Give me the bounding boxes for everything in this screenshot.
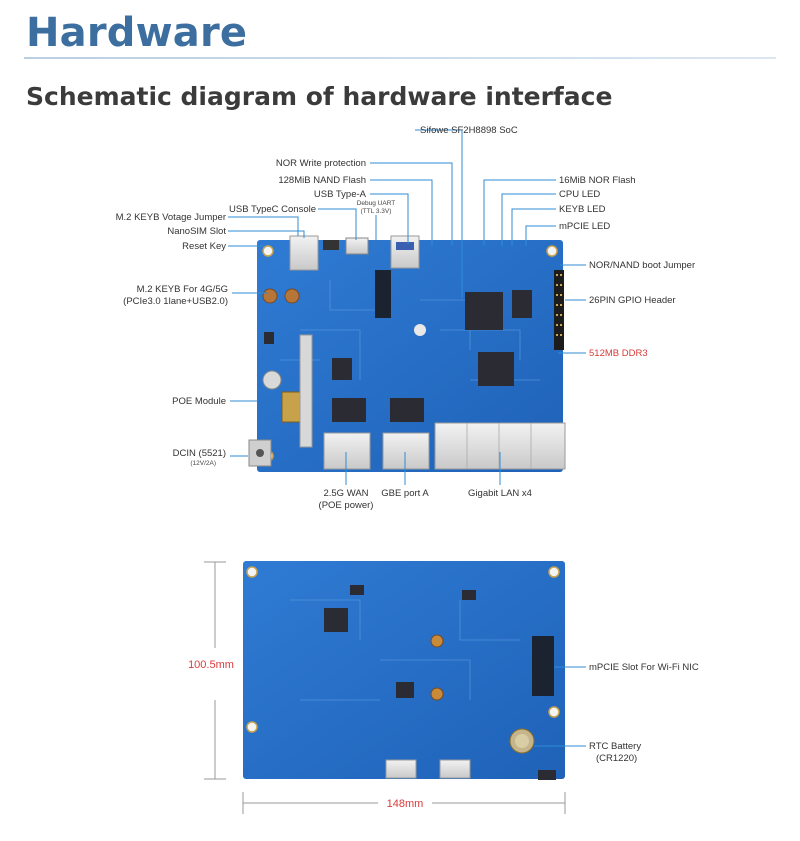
label-soc: Sifowe SF2H8898 SoC [420,125,518,136]
label-rtc-battery: RTC Battery [589,741,641,752]
bottom-board [243,561,565,780]
label-nand-flash: 128MiB NAND Flash [278,175,366,186]
label-debug-uart: Debug UART [357,200,396,207]
label-gpio-header: 26PIN GPIO Header [589,295,676,306]
label-nanosim-slot: NanoSIM Slot [167,226,226,237]
label-wan: 2.5G WAN [323,488,368,499]
label-debug-uart-sub: (TTL 3.3V) [361,208,392,215]
label-poe-module: POE Module [172,396,226,407]
label-nor-flash: 16MiB NOR Flash [559,175,636,186]
label-m2-4g5g-sub: (PCIe3.0 1lane+USB2.0) [123,296,228,307]
label-boot-jumper: NOR/NAND boot Jumper [589,260,695,271]
label-keyb-led: KEYB LED [559,204,606,215]
label-m2-voltage-jumper: M.2 KEYB Votage Jumper [116,212,226,223]
label-gigabit-lan: Gigabit LAN x4 [468,488,532,499]
label-usb-typec-console: USB TypeC Console [229,204,316,215]
top-board [249,236,565,472]
label-mpcie-led: mPCIE LED [559,221,610,232]
label-reset-key: Reset Key [182,241,226,252]
label-usb-type-a: USB Type-A [314,189,367,200]
dimension-width: 148mm [387,798,424,810]
label-m2-4g5g: M.2 KEYB For 4G/5G [137,284,228,295]
label-gbe-port-a: GBE port A [381,488,429,499]
label-dcin-sub: (12V/2A) [190,460,216,467]
label-nor-write-protection: NOR Write protection [276,158,366,169]
label-dcin: DCIN (5521) [173,448,226,459]
dimension-height: 100.5mm [188,659,234,671]
label-mpcie-slot: mPCIE Slot For Wi-Fi NIC [589,662,699,673]
label-cpu-led: CPU LED [559,189,600,200]
label-rtc-battery-sub: (CR1220) [596,753,637,764]
label-ddr3: 512MB DDR3 [589,348,648,359]
label-wan-sub: (POE power) [319,500,374,511]
